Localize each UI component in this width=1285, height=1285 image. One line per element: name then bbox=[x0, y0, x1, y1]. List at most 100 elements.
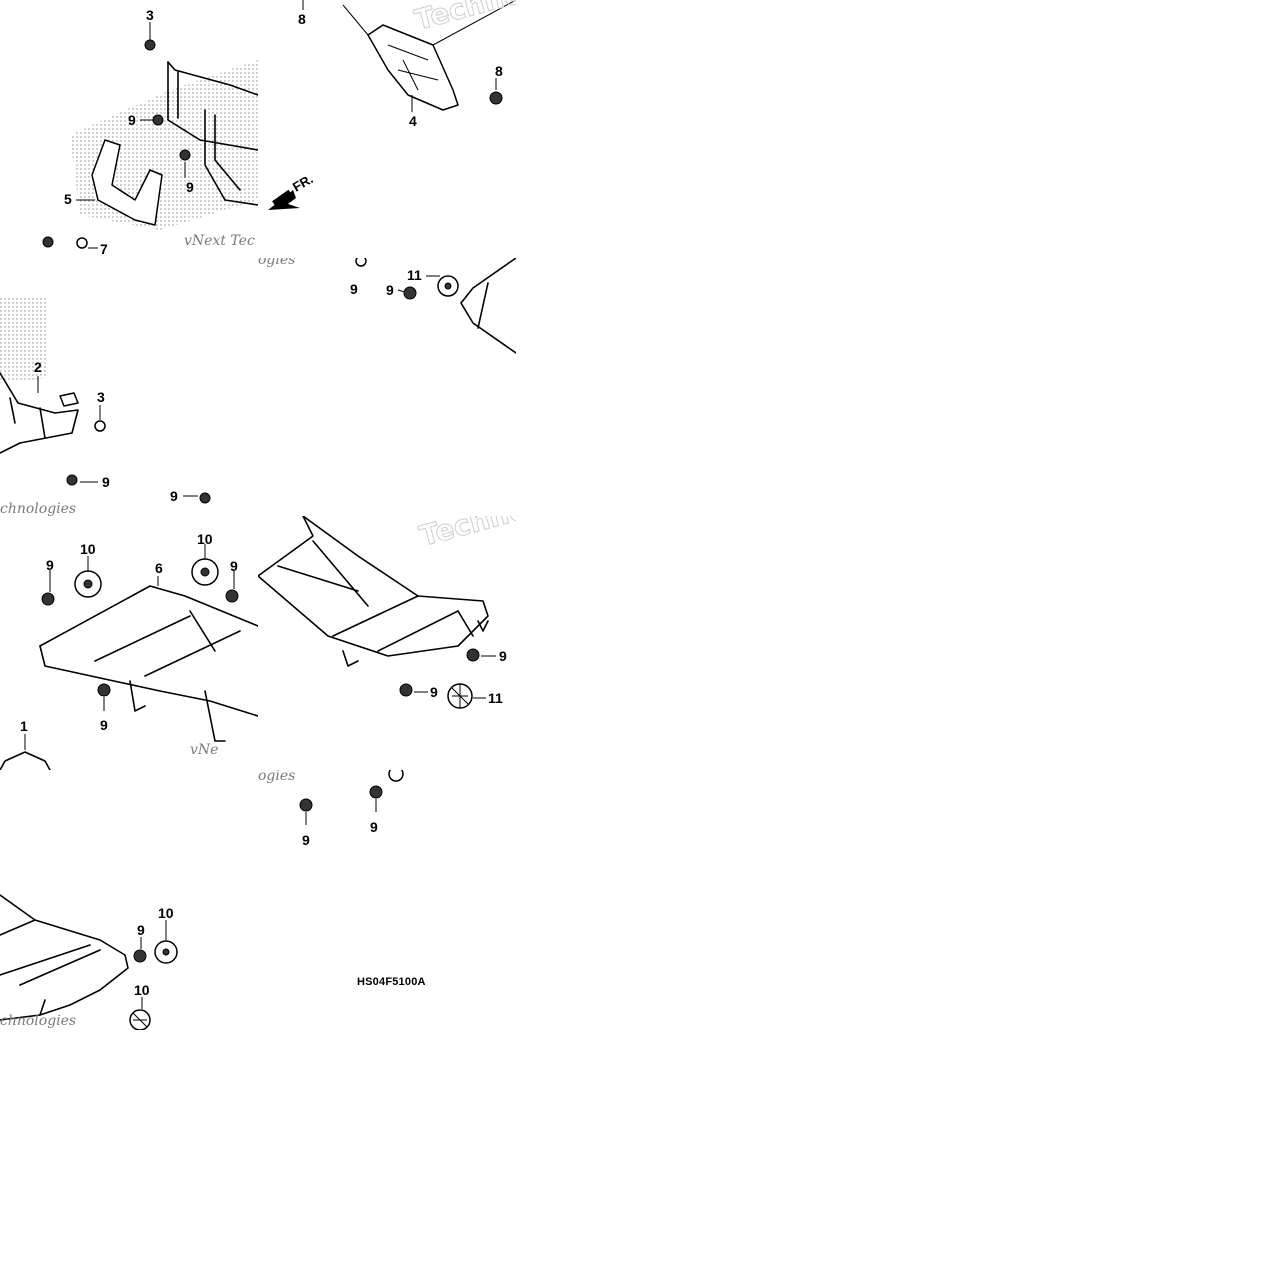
bolt-icon bbox=[299, 798, 313, 812]
frame-tube bbox=[39, 645, 258, 717]
watermark-text: ogies bbox=[258, 770, 295, 784]
frame-tube bbox=[0, 372, 79, 454]
callout-11: 11 bbox=[407, 267, 422, 283]
grommet-center bbox=[444, 282, 452, 290]
frame-tube bbox=[167, 61, 258, 151]
frame-tube bbox=[167, 61, 258, 96]
grommet-center bbox=[83, 579, 93, 589]
frame-tube bbox=[0, 751, 51, 770]
skid-plate-detail bbox=[387, 44, 439, 91]
bolt-icon bbox=[179, 149, 191, 161]
diagram-tile-lower-bolts: ogies 9 9 bbox=[258, 770, 516, 860]
bolt-icon bbox=[199, 492, 211, 504]
bolt-icon bbox=[133, 949, 147, 963]
frame-tube bbox=[94, 610, 241, 677]
bolt-icon bbox=[152, 114, 164, 126]
callout-8: 8 bbox=[495, 63, 503, 79]
frame-tube bbox=[0, 894, 129, 1021]
bolt-icon bbox=[225, 589, 239, 603]
callout-9: 9 bbox=[46, 557, 54, 573]
diagram-reference-code: HS04F5100A bbox=[357, 976, 426, 988]
watermark-text: chnologies bbox=[0, 1013, 76, 1029]
arrow-stem bbox=[272, 189, 292, 207]
callout-3: 3 bbox=[97, 389, 105, 405]
frame-tube bbox=[342, 620, 489, 667]
shaded-area bbox=[0, 296, 48, 383]
callout-9: 9 bbox=[370, 819, 378, 835]
callout-8: 8 bbox=[298, 11, 306, 27]
callout-11: 11 bbox=[488, 690, 503, 706]
callout-6: 6 bbox=[155, 560, 163, 576]
grommet-icon bbox=[388, 770, 404, 782]
frame-tube bbox=[39, 585, 258, 647]
callout-9: 9 bbox=[350, 281, 358, 297]
callout-4: 4 bbox=[409, 113, 417, 129]
skid-plate-part-4 bbox=[367, 24, 459, 111]
lower-bolts-drawing: ogies 9 9 bbox=[258, 770, 404, 848]
diagram-tile-front-guard: 3 9 9 5 7 vNext Tec bbox=[0, 0, 258, 258]
diagram-tile-front-carrier: 2 3 9 9 chnologies bbox=[0, 258, 258, 516]
grommet-mesh bbox=[132, 1012, 148, 1028]
callout-9: 9 bbox=[128, 112, 136, 128]
collar-icon bbox=[355, 258, 367, 267]
callout-10: 10 bbox=[134, 982, 150, 998]
bolt-icon bbox=[489, 91, 503, 105]
bracket-part-5 bbox=[91, 139, 163, 226]
frame-tube bbox=[129, 680, 226, 742]
diagram-tile-skid-plate: FR. 8 8 4 Techno bbox=[258, 0, 516, 258]
bolt-icon bbox=[66, 474, 78, 486]
diagram-tile-rear-rack: 9 9 11 Techno bbox=[258, 516, 516, 770]
callout-9: 9 bbox=[230, 558, 238, 574]
frame-tube bbox=[0, 919, 101, 1016]
frame-tube bbox=[204, 109, 258, 206]
diagram-tile-rear-carrier: 10 6 10 9 9 9 1 vNe bbox=[0, 516, 258, 770]
callout-3: 3 bbox=[146, 7, 154, 23]
callout-10: 10 bbox=[158, 905, 174, 921]
bolt-icon bbox=[399, 683, 413, 697]
frame-tube bbox=[258, 516, 489, 657]
watermark-text: chnologies bbox=[0, 501, 76, 516]
bolt-icon bbox=[41, 592, 55, 606]
collar-icon bbox=[76, 237, 88, 249]
watermark-text: Techno bbox=[411, 0, 516, 37]
callout-10: 10 bbox=[80, 541, 96, 557]
callout-9: 9 bbox=[499, 648, 507, 664]
watermark-text: vNe bbox=[190, 742, 218, 758]
callout-7: 7 bbox=[100, 241, 108, 257]
front-carrier-drawing: 2 3 9 9 chnologies bbox=[0, 296, 211, 516]
watermark-text: Techno bbox=[416, 516, 516, 553]
watermark-text: vNext Tec bbox=[184, 233, 255, 249]
frame-tube bbox=[214, 114, 241, 191]
callout-9: 9 bbox=[430, 684, 438, 700]
leader-line bbox=[397, 289, 406, 293]
callout-5: 5 bbox=[64, 191, 72, 207]
nut-icon bbox=[144, 39, 156, 51]
cap-icon bbox=[94, 420, 106, 432]
callout-2: 2 bbox=[34, 359, 42, 375]
callout-9: 9 bbox=[100, 717, 108, 733]
rear-carrier-drawing: 10 6 10 9 9 9 1 vNe bbox=[0, 531, 258, 770]
bolt-icon bbox=[466, 648, 480, 662]
rear-rack-drawing: 9 9 11 Techno bbox=[258, 516, 516, 709]
frame-tube bbox=[9, 397, 46, 439]
frame-tube bbox=[460, 258, 516, 354]
front-direction-label: FR. bbox=[290, 171, 316, 194]
bolt-icon bbox=[97, 683, 111, 697]
bolt-icon bbox=[403, 286, 417, 300]
lower-carrier-drawing: 9 10 10 chnologies bbox=[0, 894, 178, 1030]
bolt-icon bbox=[369, 785, 383, 799]
watermark-text: ogies bbox=[258, 258, 295, 268]
cap-part bbox=[59, 392, 79, 407]
skid-plate-drawing: FR. 8 8 4 Techno bbox=[268, 0, 516, 210]
callout-9: 9 bbox=[137, 922, 145, 938]
rear-connector-drawing: ogies 9 9 11 bbox=[258, 258, 516, 354]
callout-9: 9 bbox=[386, 282, 394, 298]
grommet-center bbox=[162, 948, 170, 956]
callout-9: 9 bbox=[102, 474, 110, 490]
callout-9: 9 bbox=[186, 179, 194, 195]
grommet-mesh bbox=[451, 684, 469, 708]
diagram-tile-rear-connector: ogies 9 9 11 bbox=[258, 258, 516, 516]
diagram-tile-lower-carrier: 9 10 10 chnologies bbox=[0, 860, 190, 1030]
callout-9: 9 bbox=[170, 488, 178, 504]
